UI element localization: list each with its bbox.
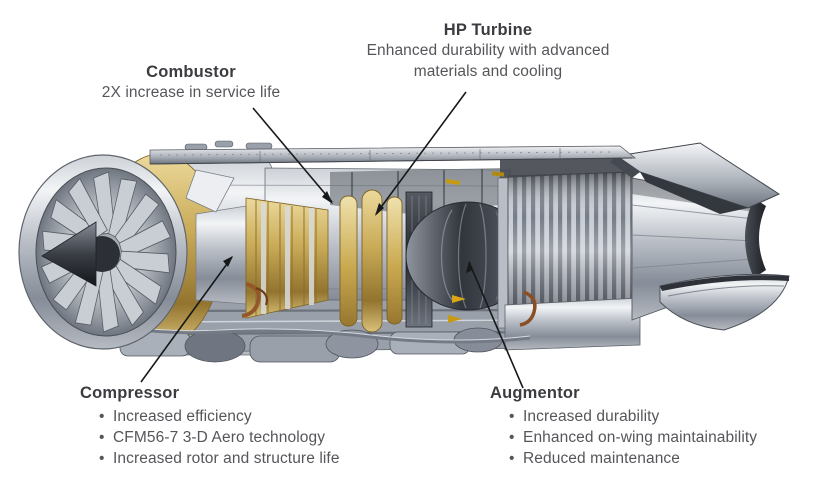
leader-line-combustor — [252, 107, 333, 203]
bullet-item: CFM56-7 3-D Aero technology — [99, 427, 380, 448]
leader-line-hp-turbine — [375, 91, 467, 215]
arrowhead-augmentor — [466, 261, 473, 273]
exhaust-nozzle — [610, 142, 790, 331]
leader-lines — [140, 91, 524, 389]
callout-hp-turbine: HP Turbine Enhanced durability with adva… — [338, 20, 638, 82]
arrowhead-compressor — [223, 256, 233, 267]
hp-turbine-title: HP Turbine — [443, 21, 533, 39]
fan-section — [18, 154, 188, 350]
leader-line-augmentor — [468, 261, 524, 389]
augmentor-liner — [497, 154, 641, 351]
bullet-item: Reduced maintenance — [509, 448, 820, 469]
hp-turbine-desc-line2: materials and cooling — [413, 63, 563, 80]
top-cowl — [149, 140, 637, 165]
copper-pipe — [519, 290, 537, 327]
augmentor-bullet-list: Increased durability Enhanced on-wing ma… — [490, 406, 820, 469]
yellow-arrow — [448, 315, 462, 323]
arrowhead-combustor — [322, 191, 333, 204]
arrowhead-hp-turbine — [375, 203, 384, 216]
combustor-desc: 2X increase in service life — [101, 84, 281, 101]
combustor-section — [339, 189, 403, 333]
spinner-cone — [41, 221, 97, 287]
yellow-arrow — [452, 295, 466, 303]
leader-line-compressor — [140, 256, 233, 383]
bullet-item: Increased rotor and structure life — [99, 448, 380, 469]
bullet-item: Increased efficiency — [99, 406, 380, 427]
copper-pipe — [241, 282, 261, 318]
callout-augmentor: Augmentor Increased durability Enhanced … — [490, 383, 820, 469]
bullet-item: Increased durability — [509, 406, 820, 427]
hp-turbine-desc-line1: Enhanced durability with advanced — [366, 42, 610, 59]
augmentor-title: Augmentor — [490, 384, 580, 402]
compressor-title: Compressor — [80, 384, 180, 402]
compressor-bullet-list: Increased efficiency CFM56-7 3-D Aero te… — [80, 406, 380, 469]
combustor-title: Combustor — [146, 63, 236, 81]
bullet-item: Enhanced on-wing maintainability — [509, 427, 820, 448]
callout-combustor: Combustor 2X increase in service life — [60, 62, 322, 103]
callout-compressor: Compressor Increased efficiency CFM56-7 … — [80, 383, 380, 469]
